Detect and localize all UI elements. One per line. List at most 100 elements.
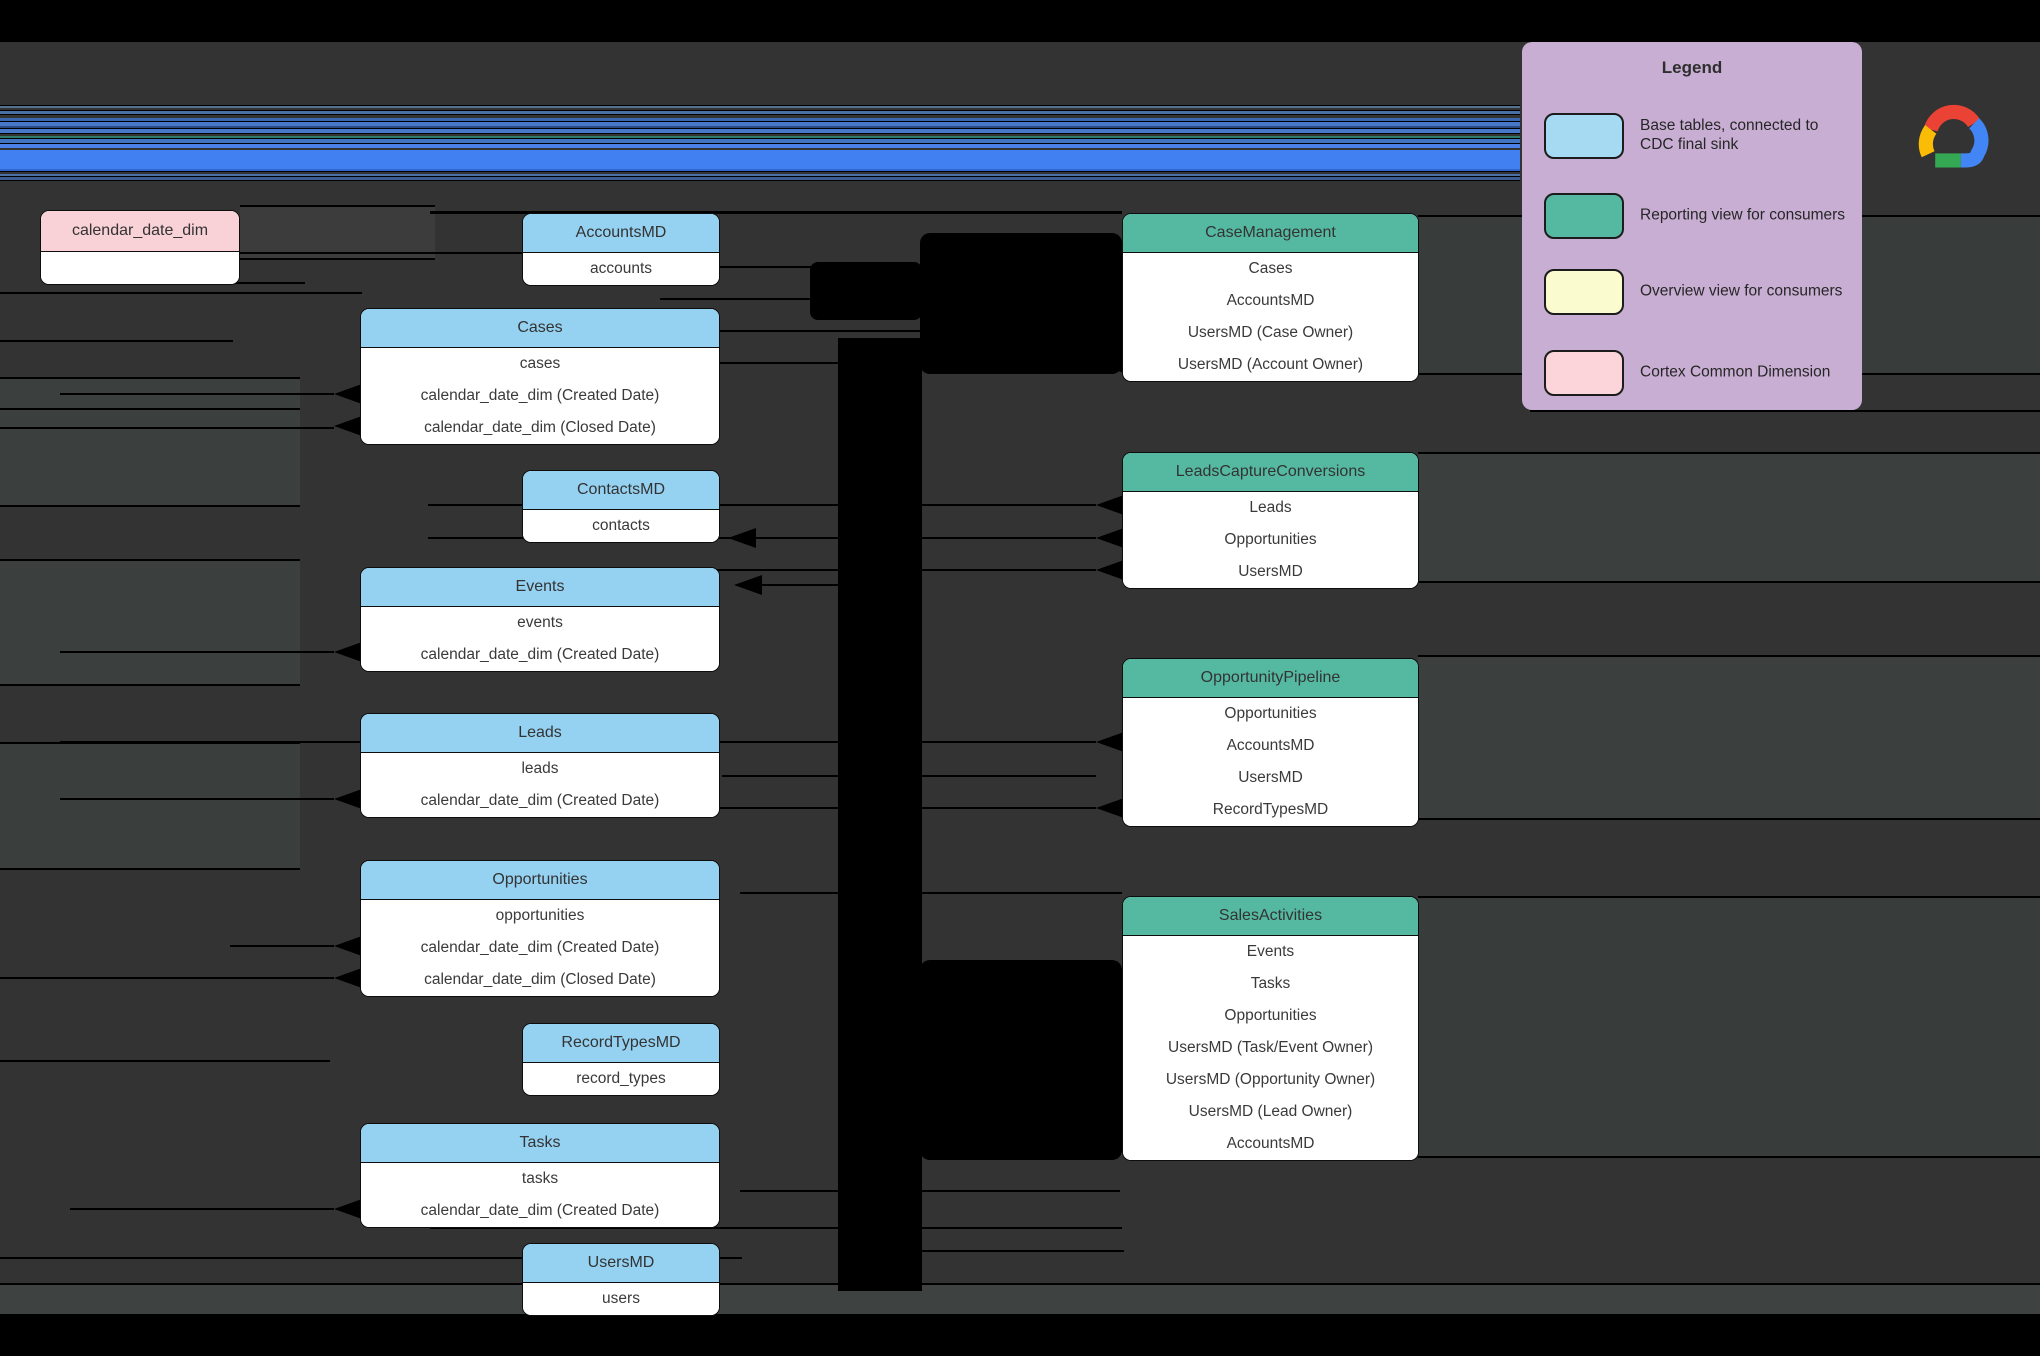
connector-line	[1530, 410, 2040, 412]
glitch-band	[1418, 896, 2040, 1158]
connector-line	[185, 282, 305, 284]
table-row: calendar_date_dim (Created Date)	[361, 932, 719, 964]
connector-arrowhead	[1096, 495, 1124, 515]
connector-arrowhead	[734, 575, 762, 595]
table-title: Leads	[361, 714, 719, 753]
connector-line	[840, 1141, 1096, 1143]
glitch-band	[1418, 452, 2040, 583]
connector-arrowhead	[1096, 732, 1124, 752]
connector-line	[840, 1077, 1096, 1079]
table-row: calendar_date_dim (Created Date)	[361, 1195, 719, 1227]
table-row: UsersMD	[1123, 762, 1418, 794]
table-row	[41, 252, 239, 284]
connector-arrowhead	[728, 528, 756, 548]
connector-arrowhead	[334, 789, 362, 809]
connector-line	[0, 1060, 330, 1062]
glitch-blue-stripes	[0, 103, 1520, 184]
table-row: calendar_date_dim (Created Date)	[361, 785, 719, 817]
connector-arrowhead	[1096, 257, 1124, 277]
table-title: Events	[361, 568, 719, 607]
table-row: leads	[361, 753, 719, 785]
table-title: UsersMD	[523, 1244, 719, 1283]
table-row: Opportunities	[1123, 698, 1418, 730]
table-title: CaseManagement	[1123, 214, 1418, 253]
table-row: events	[361, 607, 719, 639]
connector-line	[428, 569, 1096, 571]
table-row: UsersMD (Opportunity Owner)	[1123, 1064, 1418, 1096]
legend-label: Base tables, connected to CDC final sink	[1640, 117, 1819, 153]
connector-line	[840, 1013, 1096, 1015]
table-row: AccountsMD	[1123, 730, 1418, 762]
table-row: calendar_date_dim (Closed Date)	[361, 964, 719, 996]
connector-line	[428, 504, 1096, 506]
connector-arrowhead	[334, 968, 362, 988]
connector-arrowhead	[1096, 353, 1124, 373]
table-row: RecordTypesMD	[1123, 794, 1418, 826]
glitch-band	[240, 205, 435, 260]
connector-line	[840, 1045, 1096, 1047]
connector-arrowhead	[334, 384, 362, 404]
connector-line	[430, 211, 1122, 214]
legend-panel: Legend Base tables, connected to CDC fin…	[1522, 42, 1862, 410]
table-title: RecordTypesMD	[523, 1024, 719, 1063]
connector-blob	[920, 960, 1122, 1160]
table-row: Cases	[1123, 253, 1418, 285]
connector-line	[0, 292, 362, 294]
connector-line	[60, 651, 334, 653]
legend-title: Legend	[1661, 58, 1723, 77]
table-calendar-date-dim[interactable]: calendar_date_dim	[40, 210, 240, 285]
table-row: Tasks	[1123, 968, 1418, 1000]
table-title: SalesActivities	[1123, 897, 1418, 936]
legend-swatch-reporting-view	[1544, 193, 1624, 239]
connector-line	[0, 340, 233, 342]
table-row: UsersMD (Account Owner)	[1123, 349, 1418, 381]
connector-line	[428, 537, 1096, 539]
table-row: UsersMD (Lead Owner)	[1123, 1096, 1418, 1128]
table-row: calendar_date_dim (Closed Date)	[361, 412, 719, 444]
table-row: UsersMD (Task/Event Owner)	[1123, 1032, 1418, 1064]
connector-arrowhead	[1096, 972, 1124, 992]
connector-line	[660, 362, 1096, 364]
connector-line	[840, 981, 1096, 983]
glitch-band	[0, 1283, 2040, 1316]
connector-line	[838, 1250, 1124, 1252]
table-title: LeadsCaptureConversions	[1123, 453, 1418, 492]
legend-swatch-base-table	[1544, 113, 1624, 159]
connector-line	[0, 1257, 742, 1259]
connector-line	[740, 892, 1122, 894]
connector-line	[60, 798, 334, 800]
legend-item-reporting-view: Reporting view for consumers	[1522, 193, 1862, 239]
connector-line	[240, 252, 522, 254]
connector-arrowhead	[1096, 1132, 1124, 1152]
connector-arrowhead	[1096, 1100, 1124, 1120]
connector-arrowhead	[1096, 321, 1124, 341]
connector-arrowhead	[1096, 528, 1124, 548]
connector-arrowhead	[334, 1199, 362, 1219]
table-row: Events	[1123, 936, 1418, 968]
table-row: contacts	[523, 510, 719, 542]
table-row: tasks	[361, 1163, 719, 1195]
table-title: Opportunities	[361, 861, 719, 900]
connector-line	[660, 266, 1096, 268]
table-row: Leads	[1123, 492, 1418, 524]
table-row: UsersMD (Case Owner)	[1123, 317, 1418, 349]
connector-line	[230, 945, 334, 947]
glitch-black-band	[0, 0, 2040, 42]
legend-label: Cortex Common Dimension	[1640, 363, 1831, 381]
table-title: Tasks	[361, 1124, 719, 1163]
legend-swatch-common-dimension	[1544, 350, 1624, 396]
